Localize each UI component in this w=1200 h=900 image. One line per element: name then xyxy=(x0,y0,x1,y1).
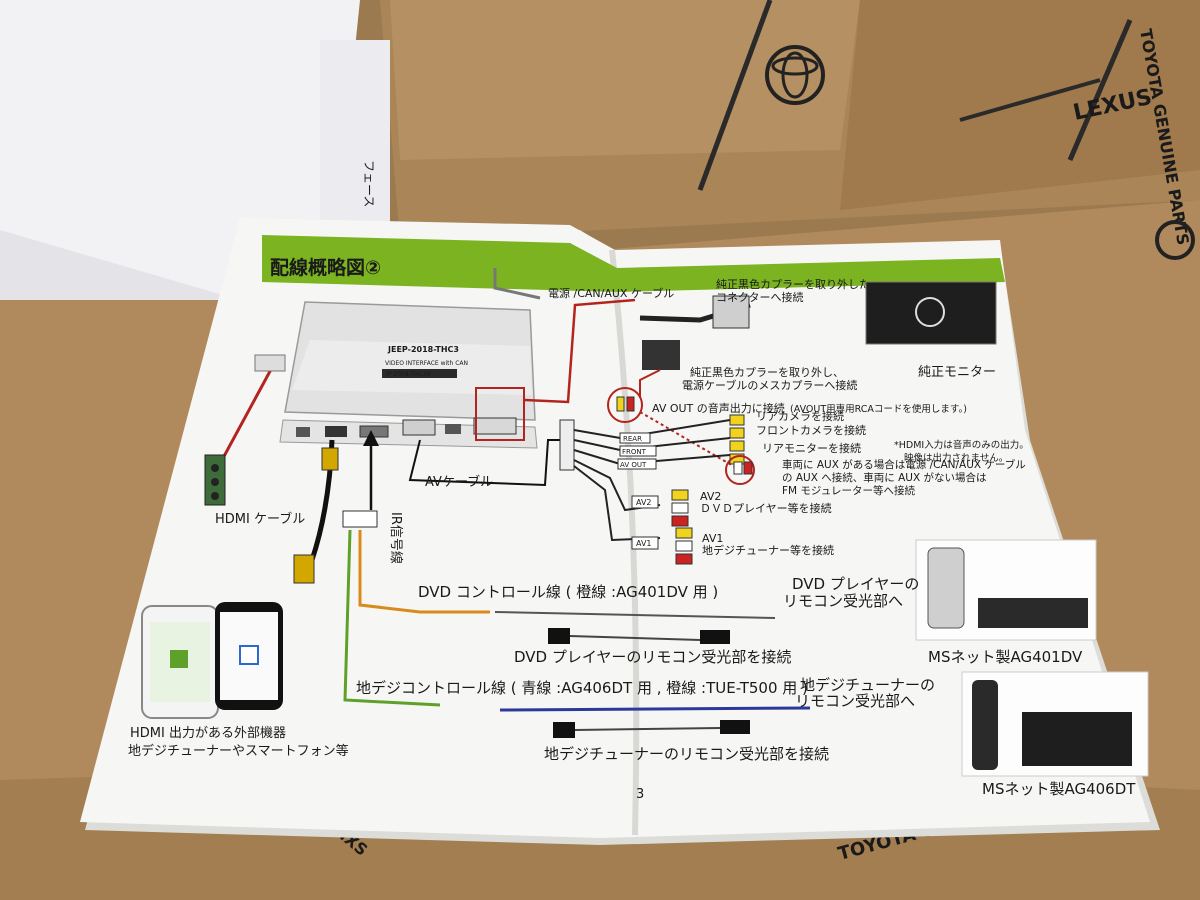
av-harness-block xyxy=(559,419,575,471)
av1-tag: AV1 xyxy=(636,539,652,548)
av-cable-label: AVケーブル xyxy=(425,474,493,490)
tuner-receiver-1: 地デジチューナーの xyxy=(800,676,935,694)
white-sheet-text: フェース xyxy=(362,160,376,207)
upper-box-flap xyxy=(390,0,860,160)
dvd-unit xyxy=(978,598,1088,628)
coupler-label-1: 純正黒色カプラーを取り外し、 xyxy=(690,365,844,379)
port-av xyxy=(402,419,436,436)
box-tape-line xyxy=(697,0,773,191)
avout-note: AV OUT の音声出力に接続 xyxy=(652,401,785,415)
page-number: 3 xyxy=(636,787,644,802)
dvd-receiver-1: DVD プレイヤーの xyxy=(792,575,919,593)
av1-desc-1: AV1 xyxy=(702,532,723,545)
av1-desc-2: 地デジチューナー等を接続 xyxy=(702,543,834,557)
ms-ag401-label: MSネット製AG401DV xyxy=(928,648,1083,666)
power-port-highlight xyxy=(475,387,525,441)
device-serial: JP-2018-THC3A xyxy=(385,371,431,378)
orange-control-line xyxy=(358,530,490,614)
front-tag: FRONT xyxy=(622,448,647,456)
manual-title: 配線概略図② xyxy=(270,256,381,279)
port-hdmi xyxy=(325,426,347,437)
dvd-connect-label: DVD プレイヤーのリモコン受光部を接続 xyxy=(514,648,791,666)
dvd-control-label: DVD コントロール線 ( 橙線 :AG401DV 用 ) xyxy=(418,583,718,601)
aux-note-3: FM モジュレーター等へ接続 xyxy=(782,484,915,497)
external-device-label-2: 地デジチューナーやスマートフォン等 xyxy=(128,743,349,759)
ir-cable-label: IR信号線 xyxy=(388,512,404,564)
stock-monitor xyxy=(865,281,997,345)
lexus-logo-icon xyxy=(1155,220,1195,260)
red-aux-line xyxy=(220,361,277,461)
hdmi-cable-label: HDMI ケーブル xyxy=(215,511,305,527)
rear-camera-label: リアカメラを接続 xyxy=(756,409,844,423)
avout-dotted-line xyxy=(639,411,741,471)
toyota-logo-icon xyxy=(765,45,825,105)
avout-note-paren: (AVOUT用専用RCAコードを使用します。) xyxy=(790,403,967,415)
front-camera-label: フロントカメラを接続 xyxy=(756,423,866,437)
tuner-receiver-2: リモコン受光部へ xyxy=(795,692,915,710)
stock-connector-label-2: コネクターへ接続 xyxy=(716,290,804,304)
ms-ag406-label: MSネット製AG406DT xyxy=(982,780,1136,798)
digital-control-label: 地デジコントロール線 ( 青線 :AG406DT 用 , 橙線 :TUE-T50… xyxy=(356,679,808,697)
stock-connector xyxy=(712,295,750,329)
coupler-label-2: 電源ケーブルのメスカプラーへ接続 xyxy=(682,378,857,392)
rear-tag: REAR xyxy=(623,435,642,443)
avout-circle xyxy=(607,387,643,423)
dvd-receiver-2: リモコン受光部へ xyxy=(783,592,903,610)
dvd-remote-icon xyxy=(927,547,965,629)
port-usb xyxy=(296,427,310,437)
green-control-line xyxy=(343,529,441,707)
tuner-connect-label: 地デジチューナーのリモコン受光部を接続 xyxy=(544,745,829,763)
device-model: JEEP-2018-THC3 xyxy=(387,345,459,354)
rear-monitor-label: リアモニターを接続 xyxy=(762,441,861,455)
stock-monitor-label: 純正モニター xyxy=(918,365,996,380)
manual-fold xyxy=(609,249,640,836)
aux-note-2: の AUX へ接続、車両に AUX がない場合は xyxy=(782,471,986,484)
dvd-ir-cable xyxy=(494,611,776,619)
external-device-label-1: HDMI 出力がある外部機器 xyxy=(130,726,286,741)
port-ir xyxy=(359,425,389,438)
av2-desc-2: ＤＶＤプレイヤー等を接続 xyxy=(700,501,832,515)
female-coupler xyxy=(642,340,680,370)
av2-desc-1: AV2 xyxy=(700,490,721,503)
power-cable-label: 電源 /CAN/AUX ケーブル xyxy=(548,286,674,300)
hdmi-note-2: 映像は出力されません。 xyxy=(904,452,1008,464)
power-cable-line xyxy=(524,298,636,404)
blue-ir-cable xyxy=(499,706,811,712)
hdmi-note-1: *HDMI入力は音声のみの出力。 xyxy=(894,439,1029,451)
aux-note-1: 車両に AUX がある場合は電源 /CAN/AUX ケーブル xyxy=(782,458,1026,471)
avout-tag: AV OUT xyxy=(620,461,647,469)
upper-box-right xyxy=(840,0,1200,210)
ir-arrow-icon xyxy=(363,430,379,446)
av-cable-line xyxy=(408,439,565,487)
tuner-unit xyxy=(1022,712,1132,766)
box-print-line-2 xyxy=(1067,19,1133,161)
box-print-line xyxy=(959,78,1101,122)
stock-connector-label-1: 純正黒色カプラーを取り外した xyxy=(716,277,870,291)
device-subtitle: VIDEO INTERFACE with CAN xyxy=(385,360,468,367)
title-band xyxy=(262,235,1005,292)
tuner-remote-icon xyxy=(972,680,998,770)
av2-tag: AV2 xyxy=(636,498,652,507)
port-power xyxy=(473,417,517,435)
